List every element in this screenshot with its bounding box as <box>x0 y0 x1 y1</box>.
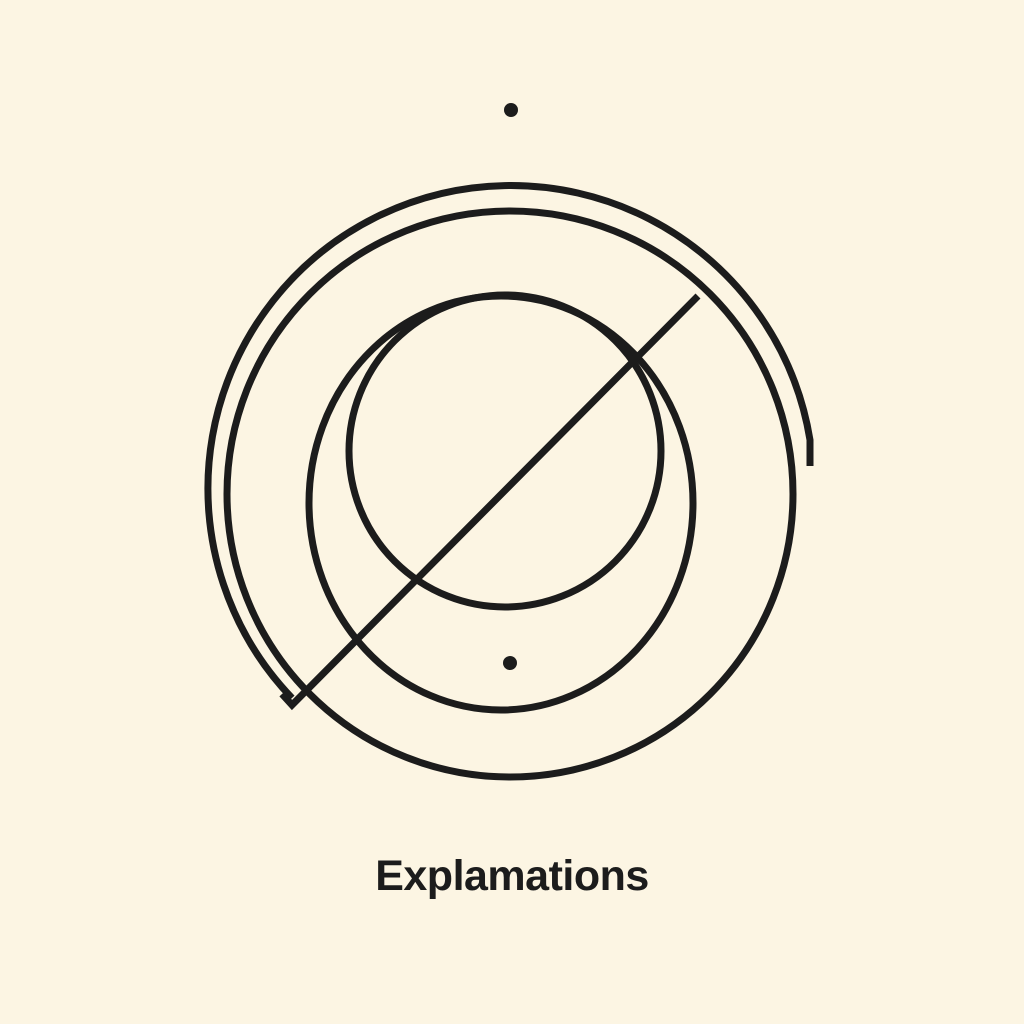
caption-text: Explamations <box>375 852 649 900</box>
center-dot <box>503 656 517 670</box>
inner-circle <box>345 291 665 611</box>
large-ring <box>223 207 797 781</box>
diagonal-slash <box>279 293 701 711</box>
outer-open-arc <box>204 182 814 701</box>
top-dot <box>504 103 518 117</box>
